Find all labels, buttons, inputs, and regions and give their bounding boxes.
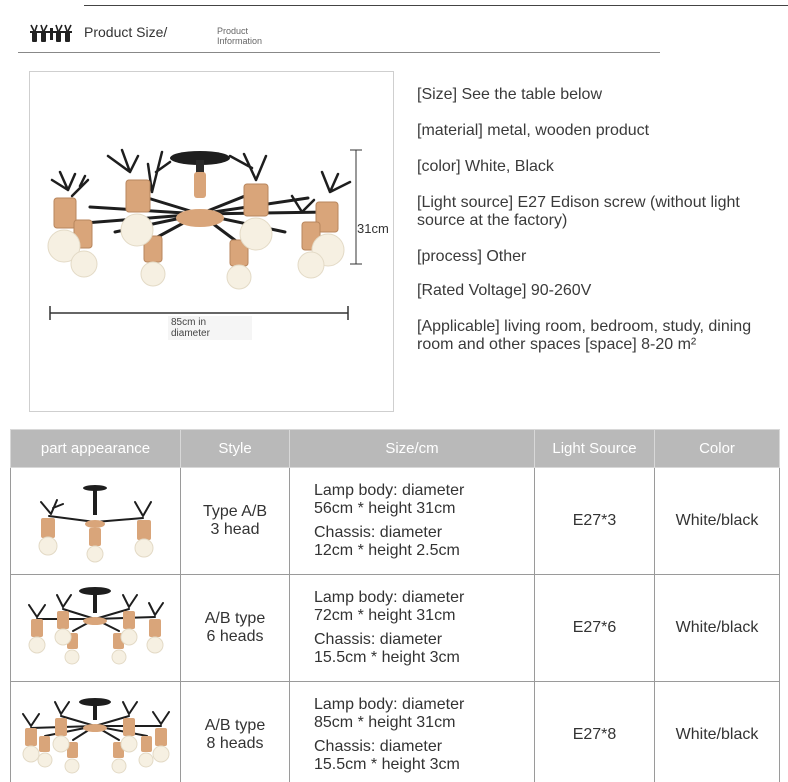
spec-applicable: [Applicable] living room, bedroom, study… [417,318,752,353]
spec-process: [process] Other [417,248,527,265]
chandelier-3-head-image [38,485,154,563]
top-rule [84,5,788,6]
chandelier-6-head-image [28,587,164,665]
light-source-cell: E27*3 [534,467,655,575]
col-light-source: Light Source [534,429,655,468]
section-header: Product Size/ Product Information [18,18,663,54]
height-dimension-label: 31cm [357,221,389,236]
style-cell: A/B type 8 heads [180,681,290,782]
light-source-cell: E27*8 [534,681,655,782]
diameter-dimension-label: 85cm in diameter [168,316,252,340]
section-subtitle: Product Information [217,26,263,46]
style-cell: Type A/B 3 head [180,467,290,575]
section-title: Product Size/ [84,24,168,40]
light-source-cell: E27*6 [534,574,655,682]
table-row: A/B type 8 heads Lamp body: diameter 85c… [10,681,780,782]
color-cell: White/black [654,467,780,575]
chandelier-8-head-image [47,148,362,320]
col-part-appearance: part appearance [10,429,181,468]
appearance-cell [10,574,181,682]
spec-light-source: [Light source] E27 Edison screw (without… [417,194,740,229]
table-row: Type A/B 3 head Lamp body: diameter 56cm… [10,467,780,575]
header-rule [18,52,660,53]
spec-color: [color] White, Black [417,158,554,175]
appearance-cell [10,467,181,575]
spec-material: [material] metal, wooden product [417,122,650,139]
col-style: Style [180,429,290,468]
col-size: Size/cm [289,429,535,468]
product-hero-image [29,71,394,412]
color-cell: White/black [654,681,780,782]
color-cell: White/black [654,574,780,682]
size-cell: Lamp body: diameter 56cm * height 31cm C… [289,467,535,575]
spec-rated-voltage: [Rated Voltage] 90-260V [417,282,592,299]
size-cell: Lamp body: diameter 85cm * height 31cm C… [289,681,535,782]
style-cell: A/B type 6 heads [180,574,290,682]
table-header-row: part appearance Style Size/cm Light Sour… [10,429,780,468]
appearance-cell [10,681,181,782]
spec-list: [Size] See the table below [material] me… [417,86,787,372]
table-row: A/B type 6 heads Lamp body: diameter 72c… [10,574,780,682]
chandelier-logo-icon [30,24,72,42]
chandelier-8-head-image [22,698,170,774]
product-table: part appearance Style Size/cm Light Sour… [10,429,780,782]
size-cell: Lamp body: diameter 72cm * height 31cm C… [289,574,535,682]
spec-size: [Size] See the table below [417,86,603,103]
col-color: Color [654,429,780,468]
